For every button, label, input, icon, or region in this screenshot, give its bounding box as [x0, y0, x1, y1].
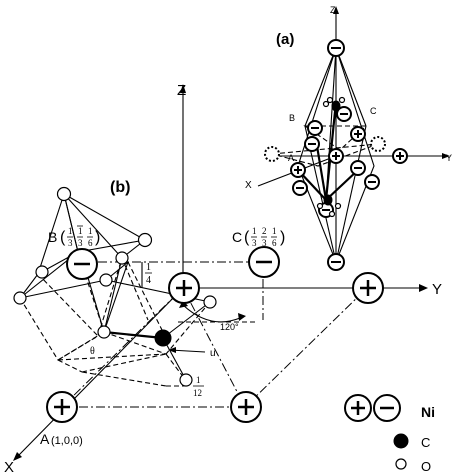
b-x-label: X — [4, 459, 14, 473]
a-ni-plus — [328, 148, 344, 164]
b-ni-plus — [352, 272, 384, 304]
a-ni-plus — [350, 126, 366, 142]
b-oxygen — [115, 251, 129, 265]
a-y-arrow-icon — [442, 153, 450, 159]
b-inner-dashed — [19, 257, 123, 361]
svg-text:A: A — [40, 431, 50, 447]
svg-text:): ) — [95, 229, 100, 246]
b-theta-label: θ — [90, 346, 95, 357]
b-oxygen — [35, 265, 49, 279]
a-mid-triangle — [271, 143, 379, 167]
a-ni-minus — [327, 39, 345, 57]
legend: Ni C O — [344, 394, 435, 473]
panel-b: Z Y X — [4, 82, 442, 473]
svg-text:1: 1 — [88, 226, 93, 236]
svg-text:6: 6 — [88, 238, 93, 248]
a-co-bottom — [316, 194, 342, 218]
b-oxygen — [179, 373, 193, 387]
b-ni-plus — [168, 272, 200, 304]
b-ni-plus-a — [46, 391, 78, 423]
b-y-label: Y — [432, 281, 442, 298]
b-angle-arc — [182, 304, 241, 323]
b-ni-plus — [230, 391, 262, 423]
a-ni-minus — [307, 120, 323, 136]
a-site-c: C — [370, 106, 377, 116]
svg-text:1: 1 — [68, 226, 73, 236]
legend-c-label: C — [421, 435, 430, 450]
svg-text:3: 3 — [78, 238, 83, 248]
a-ni-minus — [327, 253, 345, 271]
svg-text:B: B — [48, 229, 57, 245]
panel-a: Z Y X — [245, 5, 452, 271]
svg-text:12: 12 — [193, 388, 202, 398]
b-oxygen — [97, 325, 111, 339]
svg-text:1: 1 — [272, 226, 277, 236]
b-oxygen — [137, 232, 153, 248]
svg-text:3: 3 — [262, 238, 267, 248]
b-bond — [103, 330, 164, 340]
b-site-b-label: B ( 13 13 16 ) — [48, 225, 100, 248]
b-u-label: u — [210, 348, 216, 359]
svg-text:1: 1 — [78, 226, 83, 236]
b-panel-label: (b) — [110, 179, 130, 196]
a-z-arrow-icon — [333, 6, 339, 14]
svg-text:4: 4 — [146, 275, 151, 286]
a-ni-plus — [290, 162, 306, 178]
b-ni-minus-b — [66, 248, 98, 280]
a-ni-minus — [350, 160, 366, 176]
b-y-arrow-icon — [419, 284, 428, 292]
svg-text:6: 6 — [272, 238, 277, 248]
b-x-arrow-icon — [13, 452, 22, 461]
b-site-a-label: A (1,0,0) — [40, 431, 83, 447]
svg-text:1: 1 — [146, 262, 151, 273]
b-oxygen — [56, 186, 72, 202]
svg-text:(1,0,0): (1,0,0) — [51, 435, 83, 447]
b-angle-label: 120° — [220, 322, 239, 332]
legend-carbon-icon — [393, 433, 409, 449]
svg-text:(: ( — [60, 229, 66, 246]
a-ni-plus — [392, 148, 408, 164]
b-z-label: Z — [177, 82, 186, 99]
b-oxygen — [13, 291, 27, 305]
legend-o-label: O — [421, 459, 431, 473]
b-twelfth-label: 1 12 — [193, 375, 204, 398]
a-y-label: Y — [446, 153, 452, 163]
a-ghost-ion — [370, 136, 386, 152]
legend-oxygen-icon — [395, 458, 407, 470]
a-ghost-ion — [264, 146, 280, 162]
svg-text:C: C — [232, 229, 242, 245]
svg-text:(: ( — [244, 229, 250, 246]
svg-text:2: 2 — [262, 226, 267, 236]
a-site-a: A — [288, 153, 294, 163]
a-panel-label: (a) — [276, 31, 294, 48]
svg-text:1: 1 — [252, 226, 257, 236]
legend-ni-label: Ni — [421, 404, 435, 420]
svg-text:3: 3 — [68, 238, 73, 248]
a-ni-minus — [292, 180, 308, 196]
b-z-arrow-icon — [180, 84, 186, 93]
b-carbon — [154, 329, 172, 347]
a-co-top — [322, 96, 346, 112]
b-oxygen — [99, 273, 113, 287]
a-ni-minus — [336, 106, 352, 122]
svg-text:1: 1 — [196, 375, 201, 385]
b-u-arrow-icon — [168, 347, 176, 353]
a-ni-minus — [364, 174, 380, 190]
svg-text:): ) — [280, 229, 285, 246]
b-site-c-label: C ( 13 23 16 ) — [232, 226, 285, 248]
b-oxygen — [203, 295, 217, 309]
a-x-label: X — [245, 180, 252, 191]
b-ni-minus-c — [248, 246, 280, 278]
a-site-b: B — [289, 113, 295, 123]
svg-text:3: 3 — [252, 238, 257, 248]
a-z-label: Z — [330, 5, 336, 15]
a-ni-minus — [304, 136, 320, 152]
b-quarter-label: 1 4 — [145, 262, 152, 286]
